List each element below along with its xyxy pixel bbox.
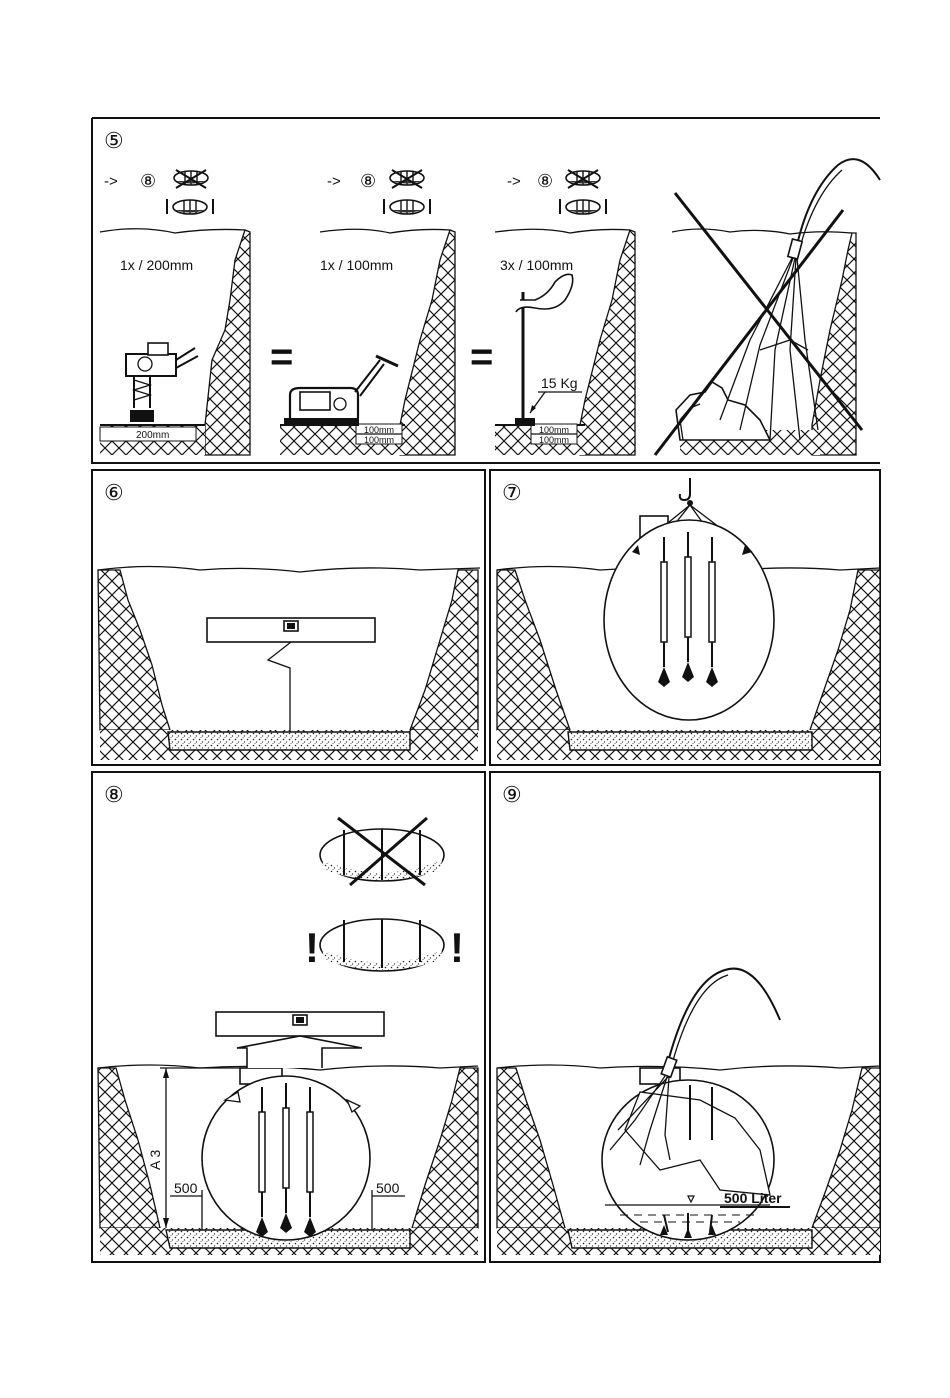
tank-filling (602, 1068, 774, 1240)
panel-5: ⑤ -> ⑧ -> ⑧ -> ⑧ (92, 118, 880, 463)
dimension-500-left: 500 (170, 1180, 202, 1230)
tank-installed (202, 1068, 370, 1240)
equals-sign-2: = (470, 335, 493, 379)
panel-9-number: ⑨ (502, 782, 522, 807)
layer-label-100mm-c: 100mm (539, 425, 569, 435)
layer-label-100mm-b: 100mm (364, 435, 394, 445)
panel-5-number: ⑤ (104, 128, 124, 153)
panel-7-number: ⑦ (502, 480, 522, 505)
layer-label-200mm: 200mm (136, 430, 169, 441)
excavation-pit (98, 567, 480, 761)
layer-label-100mm-d: 100mm (539, 435, 569, 445)
water-level-label: 500 Liter (724, 1190, 782, 1206)
column-3-label: 3x / 100mm (500, 257, 573, 273)
column-1-label: 1x / 200mm (120, 257, 193, 273)
equals-sign-1: = (270, 335, 293, 379)
reference-icons-col2: -> ⑧ (327, 170, 430, 214)
svg-text:⑧: ⑧ (360, 171, 376, 191)
svg-text:⑧: ⑧ (140, 171, 156, 191)
panel-8-number: ⑧ (104, 782, 124, 807)
weight-label: 15 Kg (541, 375, 578, 391)
svg-text:⑧: ⑧ (537, 171, 553, 191)
panel-9: ⑨ 500 Liter (490, 772, 880, 1262)
exclaim-left: ! (305, 924, 319, 971)
rammer-compaction: 200mm 1x / 200mm (100, 229, 250, 455)
dim-right-label: 500 (376, 1180, 400, 1196)
reference-icons-col1: -> ⑧ (104, 170, 213, 214)
dim-left-label: 500 (174, 1180, 198, 1196)
strap-wrong-icon (320, 818, 444, 885)
strap-correct-icon: ! ! (305, 919, 464, 971)
level-tool (207, 618, 375, 732)
dim-a3-label: A 3 (147, 1150, 163, 1170)
panel-6: ⑥ (92, 470, 485, 765)
panel-6-number: ⑥ (104, 480, 124, 505)
panel-7: ⑦ (490, 470, 880, 765)
level-tool-8 (216, 1012, 384, 1068)
exclaim-right: ! (450, 924, 464, 971)
panel-8: ⑧ ! ! (92, 772, 485, 1262)
water-compaction-prohibited (655, 159, 880, 455)
dimension-500-right: 500 (372, 1180, 405, 1230)
hand-tamper-compaction: 3x / 100mm 100mm 100mm 15 Kg (495, 229, 635, 455)
svg-text:->: -> (327, 173, 341, 190)
svg-text:->: -> (104, 173, 118, 190)
reference-icons-col3: -> ⑧ (507, 170, 606, 214)
svg-text:->: -> (507, 173, 521, 190)
layer-label-100mm-a: 100mm (364, 425, 394, 435)
column-2-label: 1x / 100mm (320, 257, 393, 273)
plate-compactor-compaction: 1x / 100mm 100mm 100mm (280, 229, 455, 455)
tank-lifted (604, 516, 774, 720)
